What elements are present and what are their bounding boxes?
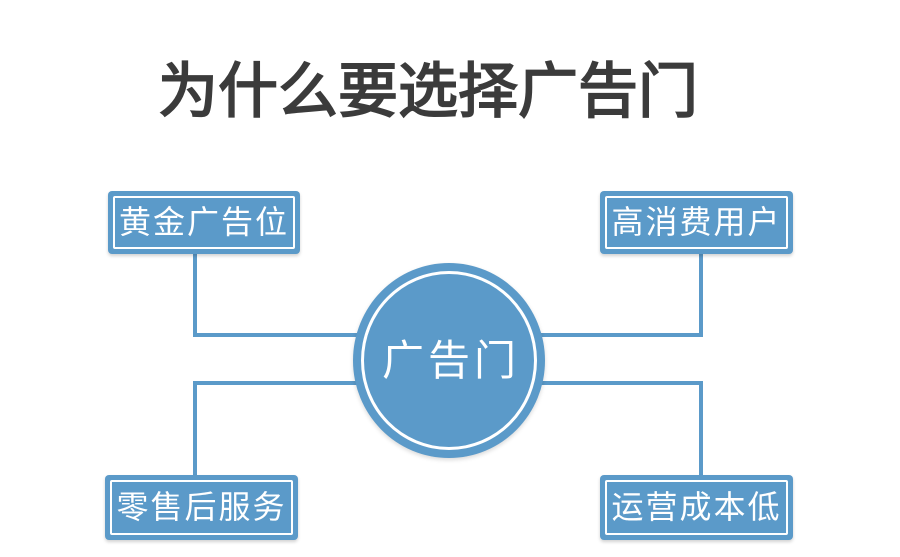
connector-bottom-left-vertical	[193, 381, 197, 476]
connector-top-left-horizontal	[193, 333, 451, 337]
feature-box-bottom-right-label: 运营成本低	[611, 488, 782, 525]
feature-box-top-left-label: 黄金广告位	[118, 203, 289, 240]
feature-box-top-right-label: 高消费用户	[611, 203, 782, 240]
feature-box-bottom-left: 零售后服务	[105, 475, 298, 540]
feature-box-top-left: 黄金广告位	[108, 191, 300, 254]
connector-bottom-left-horizontal	[193, 381, 451, 385]
feature-box-bottom-left-label: 零售后服务	[116, 488, 287, 525]
connector-top-right-horizontal	[448, 333, 703, 337]
hub-label: 广告门	[381, 336, 520, 384]
hub-circle: 广告门	[353, 263, 545, 458]
connector-top-right-vertical	[699, 252, 703, 337]
feature-box-bottom-right: 运营成本低	[600, 475, 793, 540]
page-title: 为什么要选择广告门	[158, 57, 698, 127]
connector-bottom-right-horizontal	[448, 381, 703, 385]
feature-box-top-right: 高消费用户	[600, 191, 793, 254]
connector-top-left-vertical	[193, 252, 197, 337]
connector-bottom-right-vertical	[699, 381, 703, 476]
